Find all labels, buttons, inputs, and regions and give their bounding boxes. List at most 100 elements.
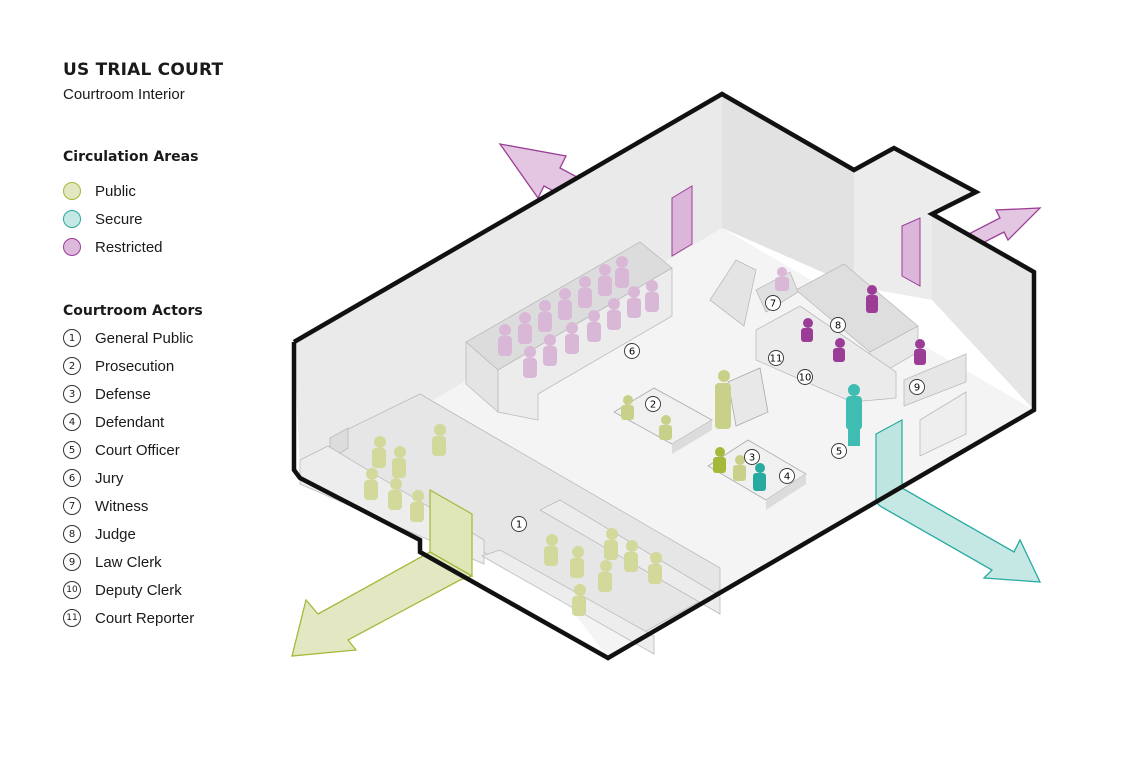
number-badge: 2 bbox=[63, 357, 81, 375]
defense-table bbox=[707, 439, 807, 510]
legend-item-actor: 9 Law Clerk bbox=[63, 551, 162, 573]
marker-number: 2 bbox=[650, 400, 656, 411]
restricted-door-right bbox=[901, 217, 921, 287]
marker-number: 4 bbox=[784, 472, 790, 483]
marker-number: 10 bbox=[799, 373, 812, 384]
marker-number: 7 bbox=[770, 299, 776, 310]
diagram-title: US TRIAL COURT bbox=[63, 60, 224, 80]
number-badge: 1 bbox=[63, 329, 81, 347]
legend-label: Court Reporter bbox=[95, 609, 195, 627]
judge-bench bbox=[755, 263, 967, 457]
marker-circle bbox=[765, 295, 781, 311]
legend-label: Restricted bbox=[95, 238, 163, 256]
actor-marker-1: 1 bbox=[511, 516, 527, 532]
marker-circle bbox=[744, 449, 760, 465]
marker-number: 3 bbox=[749, 453, 755, 464]
marker-circle bbox=[624, 343, 640, 359]
actor-marker-6: 6 bbox=[624, 343, 640, 359]
legend-label: Public bbox=[95, 182, 136, 200]
legend-item-actor: 7 Witness bbox=[63, 495, 148, 517]
marker-number: 8 bbox=[835, 321, 841, 332]
restricted-swatch bbox=[63, 238, 81, 256]
legend-item-actor: 10 Deputy Clerk bbox=[63, 579, 182, 601]
marker-number: 6 bbox=[629, 347, 635, 358]
public-swatch bbox=[63, 182, 81, 200]
number-badge: 11 bbox=[63, 609, 81, 627]
legend-item-secure: Secure bbox=[63, 208, 143, 230]
actors-heading: Courtroom Actors bbox=[63, 303, 203, 319]
actor-marker-8: 8 bbox=[830, 317, 846, 333]
restricted-actors bbox=[775, 267, 926, 365]
legend-label: Jury bbox=[95, 469, 124, 487]
restricted-door-left bbox=[671, 185, 693, 257]
legend-label: Defense bbox=[95, 385, 151, 403]
public-exit bbox=[291, 488, 474, 657]
lectern bbox=[715, 367, 769, 429]
building-outline bbox=[291, 91, 1037, 661]
marker-circle bbox=[511, 516, 527, 532]
marker-circle bbox=[831, 443, 847, 459]
circulation-heading: Circulation Areas bbox=[63, 149, 199, 165]
legend-label: Defendant bbox=[95, 413, 165, 431]
secure-swatch bbox=[63, 210, 81, 228]
secure-exit bbox=[874, 418, 1042, 583]
legend-item-actor: 4 Defendant bbox=[63, 411, 164, 433]
side-wall-right bbox=[932, 214, 1034, 410]
legend-label: General Public bbox=[95, 329, 194, 347]
marker-circle bbox=[830, 317, 846, 333]
circulation-legend: Circulation Areas Public Secure Restrict… bbox=[63, 149, 199, 256]
legend-item-public: Public bbox=[63, 180, 136, 202]
actor-marker-10: 10 bbox=[797, 369, 813, 385]
legend-label: Judge bbox=[95, 525, 136, 543]
marker-circle bbox=[779, 468, 795, 484]
actor-marker-11: 11 bbox=[768, 350, 784, 366]
legend-item-actor: 3 Defense bbox=[63, 383, 151, 405]
legend-item-restricted: Restricted bbox=[63, 236, 163, 258]
prosecution-table bbox=[613, 387, 713, 454]
back-wall-left bbox=[294, 94, 722, 470]
marker-circle bbox=[909, 379, 925, 395]
marker-circle bbox=[768, 350, 784, 366]
marker-number: 9 bbox=[914, 383, 920, 394]
actor-marker-9: 9 bbox=[909, 379, 925, 395]
number-badge: 9 bbox=[63, 553, 81, 571]
marker-circle bbox=[797, 369, 813, 385]
number-badge: 8 bbox=[63, 525, 81, 543]
number-badge: 5 bbox=[63, 441, 81, 459]
number-badge: 10 bbox=[63, 581, 81, 599]
actors-legend: Courtroom Actors 1 General Public 2 Prosec… bbox=[63, 303, 203, 627]
actor-marker-5: 5 bbox=[831, 443, 847, 459]
marker-circle bbox=[645, 396, 661, 412]
actor-marker-4: 4 bbox=[779, 468, 795, 484]
diagram-subtitle: Courtroom Interior bbox=[63, 86, 185, 103]
legend-panel: US TRIAL COURT Courtroom Interior Circul… bbox=[63, 60, 313, 627]
legend-label: Court Officer bbox=[95, 441, 180, 459]
actor-marker-3: 3 bbox=[744, 449, 760, 465]
public-gallery bbox=[299, 393, 721, 655]
legend-label: Witness bbox=[95, 497, 149, 515]
legend-item-actor: 5 Court Officer bbox=[63, 439, 180, 461]
marker-number: 1 bbox=[516, 520, 522, 531]
legend-item-actor: 1 General Public bbox=[63, 327, 193, 349]
marker-number: 5 bbox=[836, 447, 842, 458]
legend-item-actor: 11 Court Reporter bbox=[63, 607, 194, 629]
number-badge: 7 bbox=[63, 497, 81, 515]
actor-marker-2: 2 bbox=[645, 396, 661, 412]
court-officer-figure bbox=[846, 384, 862, 446]
legend-item-actor: 8 Judge bbox=[63, 523, 136, 545]
jury-members bbox=[498, 256, 659, 378]
actor-marker-7: 7 bbox=[765, 295, 781, 311]
number-badge: 3 bbox=[63, 385, 81, 403]
legend-label: Secure bbox=[95, 210, 143, 228]
legend-label: Deputy Clerk bbox=[95, 581, 182, 599]
legend-item-actor: 2 Prosecution bbox=[63, 355, 174, 377]
legend-item-actor: 6 Jury bbox=[63, 467, 123, 489]
number-badge: 6 bbox=[63, 469, 81, 487]
marker-number: 11 bbox=[770, 354, 783, 365]
public-attendees bbox=[364, 424, 662, 616]
back-wall-right bbox=[722, 94, 854, 286]
number-badge: 4 bbox=[63, 413, 81, 431]
legend-label: Law Clerk bbox=[95, 553, 162, 571]
legend-label: Prosecution bbox=[95, 357, 175, 375]
